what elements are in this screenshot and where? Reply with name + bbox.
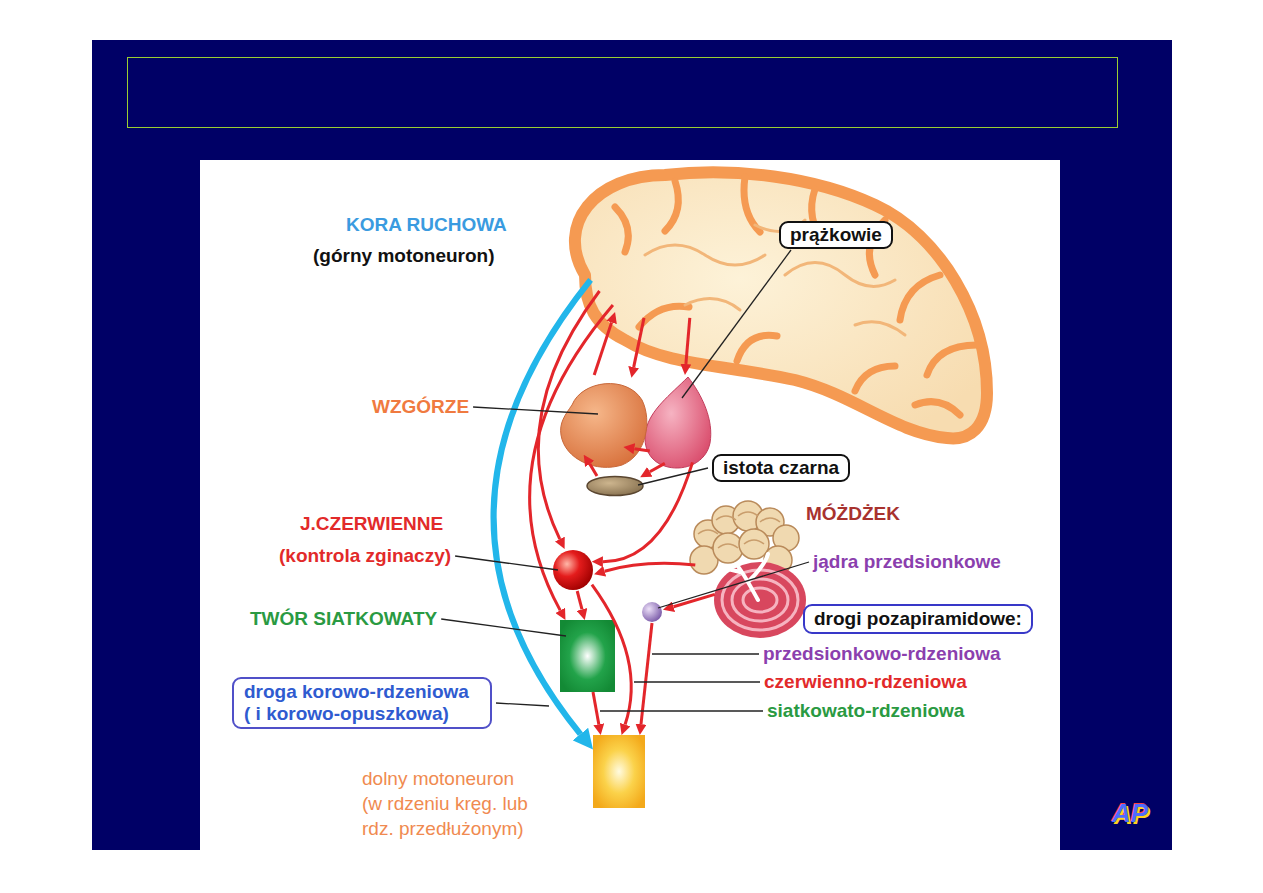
shape-part [685, 299, 740, 310]
leader-line [658, 562, 809, 608]
shape-part [716, 516, 736, 520]
shape-part [744, 177, 760, 232]
shape-part [615, 207, 628, 252]
pathway-arrow [634, 449, 650, 451]
shape-part [785, 263, 895, 287]
leader-line [634, 681, 760, 682]
callout-box: prążkowie [779, 221, 893, 249]
shape-part [587, 477, 643, 496]
shape-part [560, 620, 615, 692]
shape-part [927, 345, 977, 375]
pathway-arrow [577, 591, 582, 609]
cerebellum: MÓŻDŻEK [688, 502, 810, 642]
shape-part [698, 512, 780, 548]
shape-part [665, 181, 678, 231]
pathway-arrow [650, 463, 665, 471]
pathway-arrow [641, 623, 652, 724]
title-frame [127, 57, 1118, 128]
shape-part [615, 177, 977, 415]
region-name: KORA RUCHOWA [346, 214, 507, 236]
leader-line [638, 468, 708, 485]
region-name: WZGÓRZE [372, 396, 469, 418]
substantia-nigra: istota czarna [585, 475, 645, 497]
vestibular-nuclei-shape [641, 601, 663, 623]
vestibular-nuclei: jądra przedsionkowe [641, 601, 663, 623]
shape-part [690, 501, 799, 574]
tract-label: przedsionkowo-rdzeniowa [763, 643, 1001, 665]
heading-box: drogi pozapiramidowe: [803, 604, 1033, 634]
shape-part [645, 245, 765, 265]
pathway-arrow [590, 464, 597, 476]
pyramidal-tract-arrow [494, 280, 591, 734]
pathway-arrow [592, 585, 631, 725]
lower-motoneuron-shape [593, 735, 645, 808]
tract-label-box: droga korowo-rdzeniowa ( i korowo-opuszk… [232, 677, 492, 729]
pathway-arrow [594, 322, 611, 375]
leader-line [600, 710, 763, 711]
thalamus-shape [557, 375, 650, 470]
leader-line [441, 619, 566, 636]
pathway-arrow [686, 318, 690, 364]
shape-part [698, 530, 718, 534]
tract-label: czerwienno-rdzeniowa [764, 671, 967, 693]
pathway-arrow [634, 318, 644, 367]
leader-line [496, 703, 549, 706]
region-name: TWÓR SIATKOWATY [250, 608, 437, 630]
shape-part [855, 366, 895, 391]
region-name: MÓŻDŻEK [806, 503, 900, 525]
leader-line [682, 250, 791, 398]
shape-part [855, 322, 905, 335]
shape-part [915, 402, 960, 415]
shape-part [900, 275, 940, 320]
substantia-nigra-shape [585, 475, 645, 497]
logo-mark: AP [1112, 798, 1148, 828]
shape-part [718, 544, 738, 548]
reticular-formation-shape [560, 620, 615, 692]
pathway-arrow [538, 291, 599, 539]
cerebellum-shape [688, 502, 810, 642]
leader-line [652, 653, 759, 654]
red-nucleus-shape [552, 549, 594, 591]
shape-part [561, 384, 647, 468]
shape-part [642, 602, 662, 622]
shape-part [645, 220, 905, 335]
region-name: dolny motoneuron (w rdzeniu kręg. lub rd… [362, 766, 534, 841]
shape-part [738, 512, 758, 516]
pathway-arrow [593, 692, 599, 724]
leader-line [473, 407, 598, 414]
shape-part [713, 533, 743, 563]
pathway-arrow [603, 462, 693, 561]
shape-part [760, 518, 780, 522]
region-name: J.CZERWIENNE [300, 513, 443, 535]
shape-part [737, 335, 777, 361]
shape-part [553, 550, 593, 590]
shape-part [639, 306, 689, 327]
pathway-arrow [674, 594, 715, 606]
shape-part [593, 735, 645, 808]
thalamus: WZGÓRZE [557, 375, 650, 470]
pathway-arrow [605, 563, 696, 571]
tract-label: siatkowato-rdzeniowa [767, 700, 964, 722]
region-note: (górny motoneuron) [313, 245, 495, 267]
red-nucleus: J.CZERWIENNE(kontrola zginaczy) [552, 549, 594, 591]
region-note: (kontrola zginaczy) [279, 545, 451, 567]
callout-box: istota czarna [712, 454, 850, 482]
shape-part [744, 540, 764, 544]
striatum-shape [640, 375, 715, 470]
lower-motoneuron: dolny motoneuron (w rdzeniu kręg. lub rd… [593, 735, 645, 808]
heading-text: drogi pozapiramidowe: [814, 608, 1022, 630]
reticular-formation: TWÓR SIATKOWATY [560, 620, 615, 692]
region-name: jądra przedsionkowe [813, 551, 1001, 573]
pathway-arrow [530, 305, 613, 610]
shape-part [645, 377, 711, 468]
striatum: prążkowie [640, 375, 715, 470]
leader-line [455, 556, 558, 570]
